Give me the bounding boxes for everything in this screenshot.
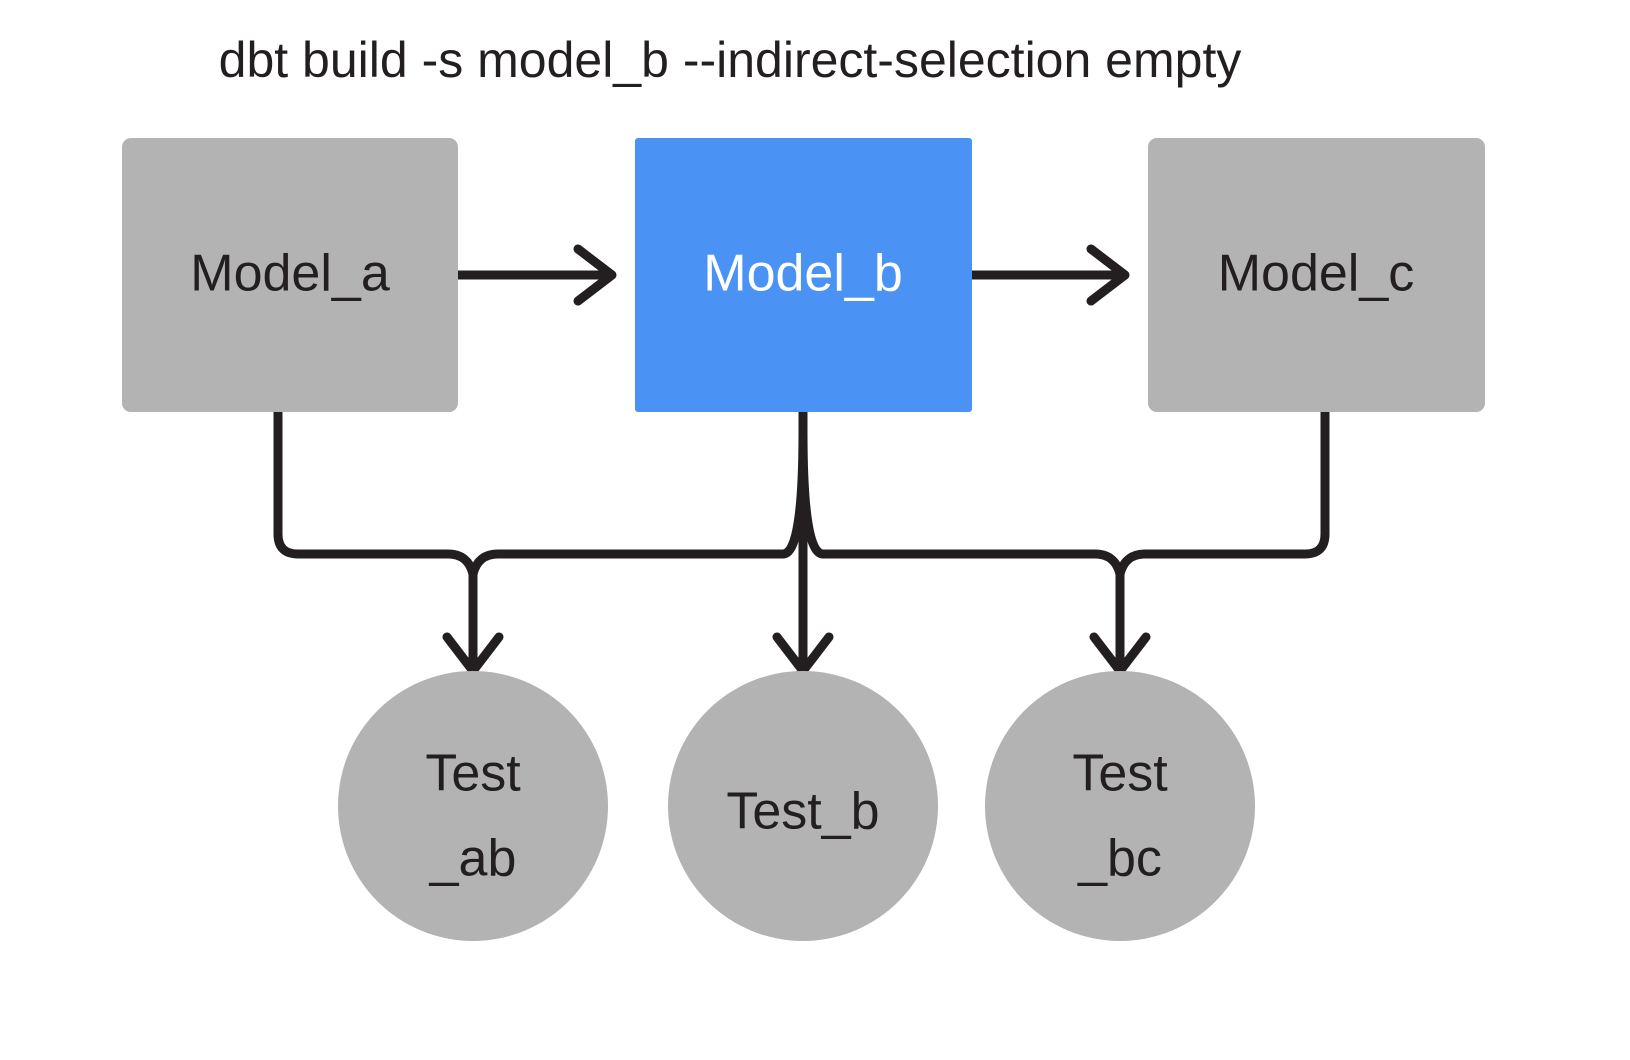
edge-stem-test-bc (1089, 565, 1151, 676)
edge-model-b-to-test-bc (798, 427, 1125, 579)
edge-model-b-to-test-ab (468, 427, 808, 579)
test-b-shape[interactable] (668, 671, 938, 941)
diagram-title: dbt build -s model_b --indirect-selectio… (219, 32, 1242, 88)
node-model-b[interactable]: Model_b (635, 138, 972, 412)
edge-model-a-to-test-ab (273, 407, 478, 579)
test-bc-label-line1: Test (1072, 745, 1168, 803)
model-a-shape[interactable] (122, 138, 458, 412)
test-bc-shape[interactable] (985, 671, 1255, 941)
node-test-b[interactable]: Test_b (668, 671, 938, 941)
node-test-ab[interactable]: Test _ab (338, 671, 608, 941)
test-bc-label-line2: _bc (1077, 830, 1162, 888)
test-b-label-line1: Test_b (726, 783, 879, 841)
node-model-c[interactable]: Model_c (1148, 138, 1485, 412)
test-ab-shape[interactable] (338, 671, 608, 941)
edge-model-a-to-model-b (453, 244, 617, 306)
model-a-label: Model_a (190, 245, 390, 303)
model-c-shape[interactable] (1148, 138, 1485, 412)
model-b-label: Model_b (703, 245, 902, 303)
edge-model-c-to-test-bc (1115, 407, 1330, 579)
test-ab-label-line1: Test (425, 745, 521, 803)
model-b-shape[interactable] (635, 138, 972, 412)
model-c-label: Model_c (1218, 245, 1415, 303)
edge-model-b-to-model-c (967, 244, 1130, 306)
edge-stem-test-ab (442, 565, 504, 676)
node-model-a[interactable]: Model_a (122, 138, 458, 412)
test-ab-label-line2: _ab (429, 830, 517, 888)
node-test-bc[interactable]: Test _bc (985, 671, 1255, 941)
